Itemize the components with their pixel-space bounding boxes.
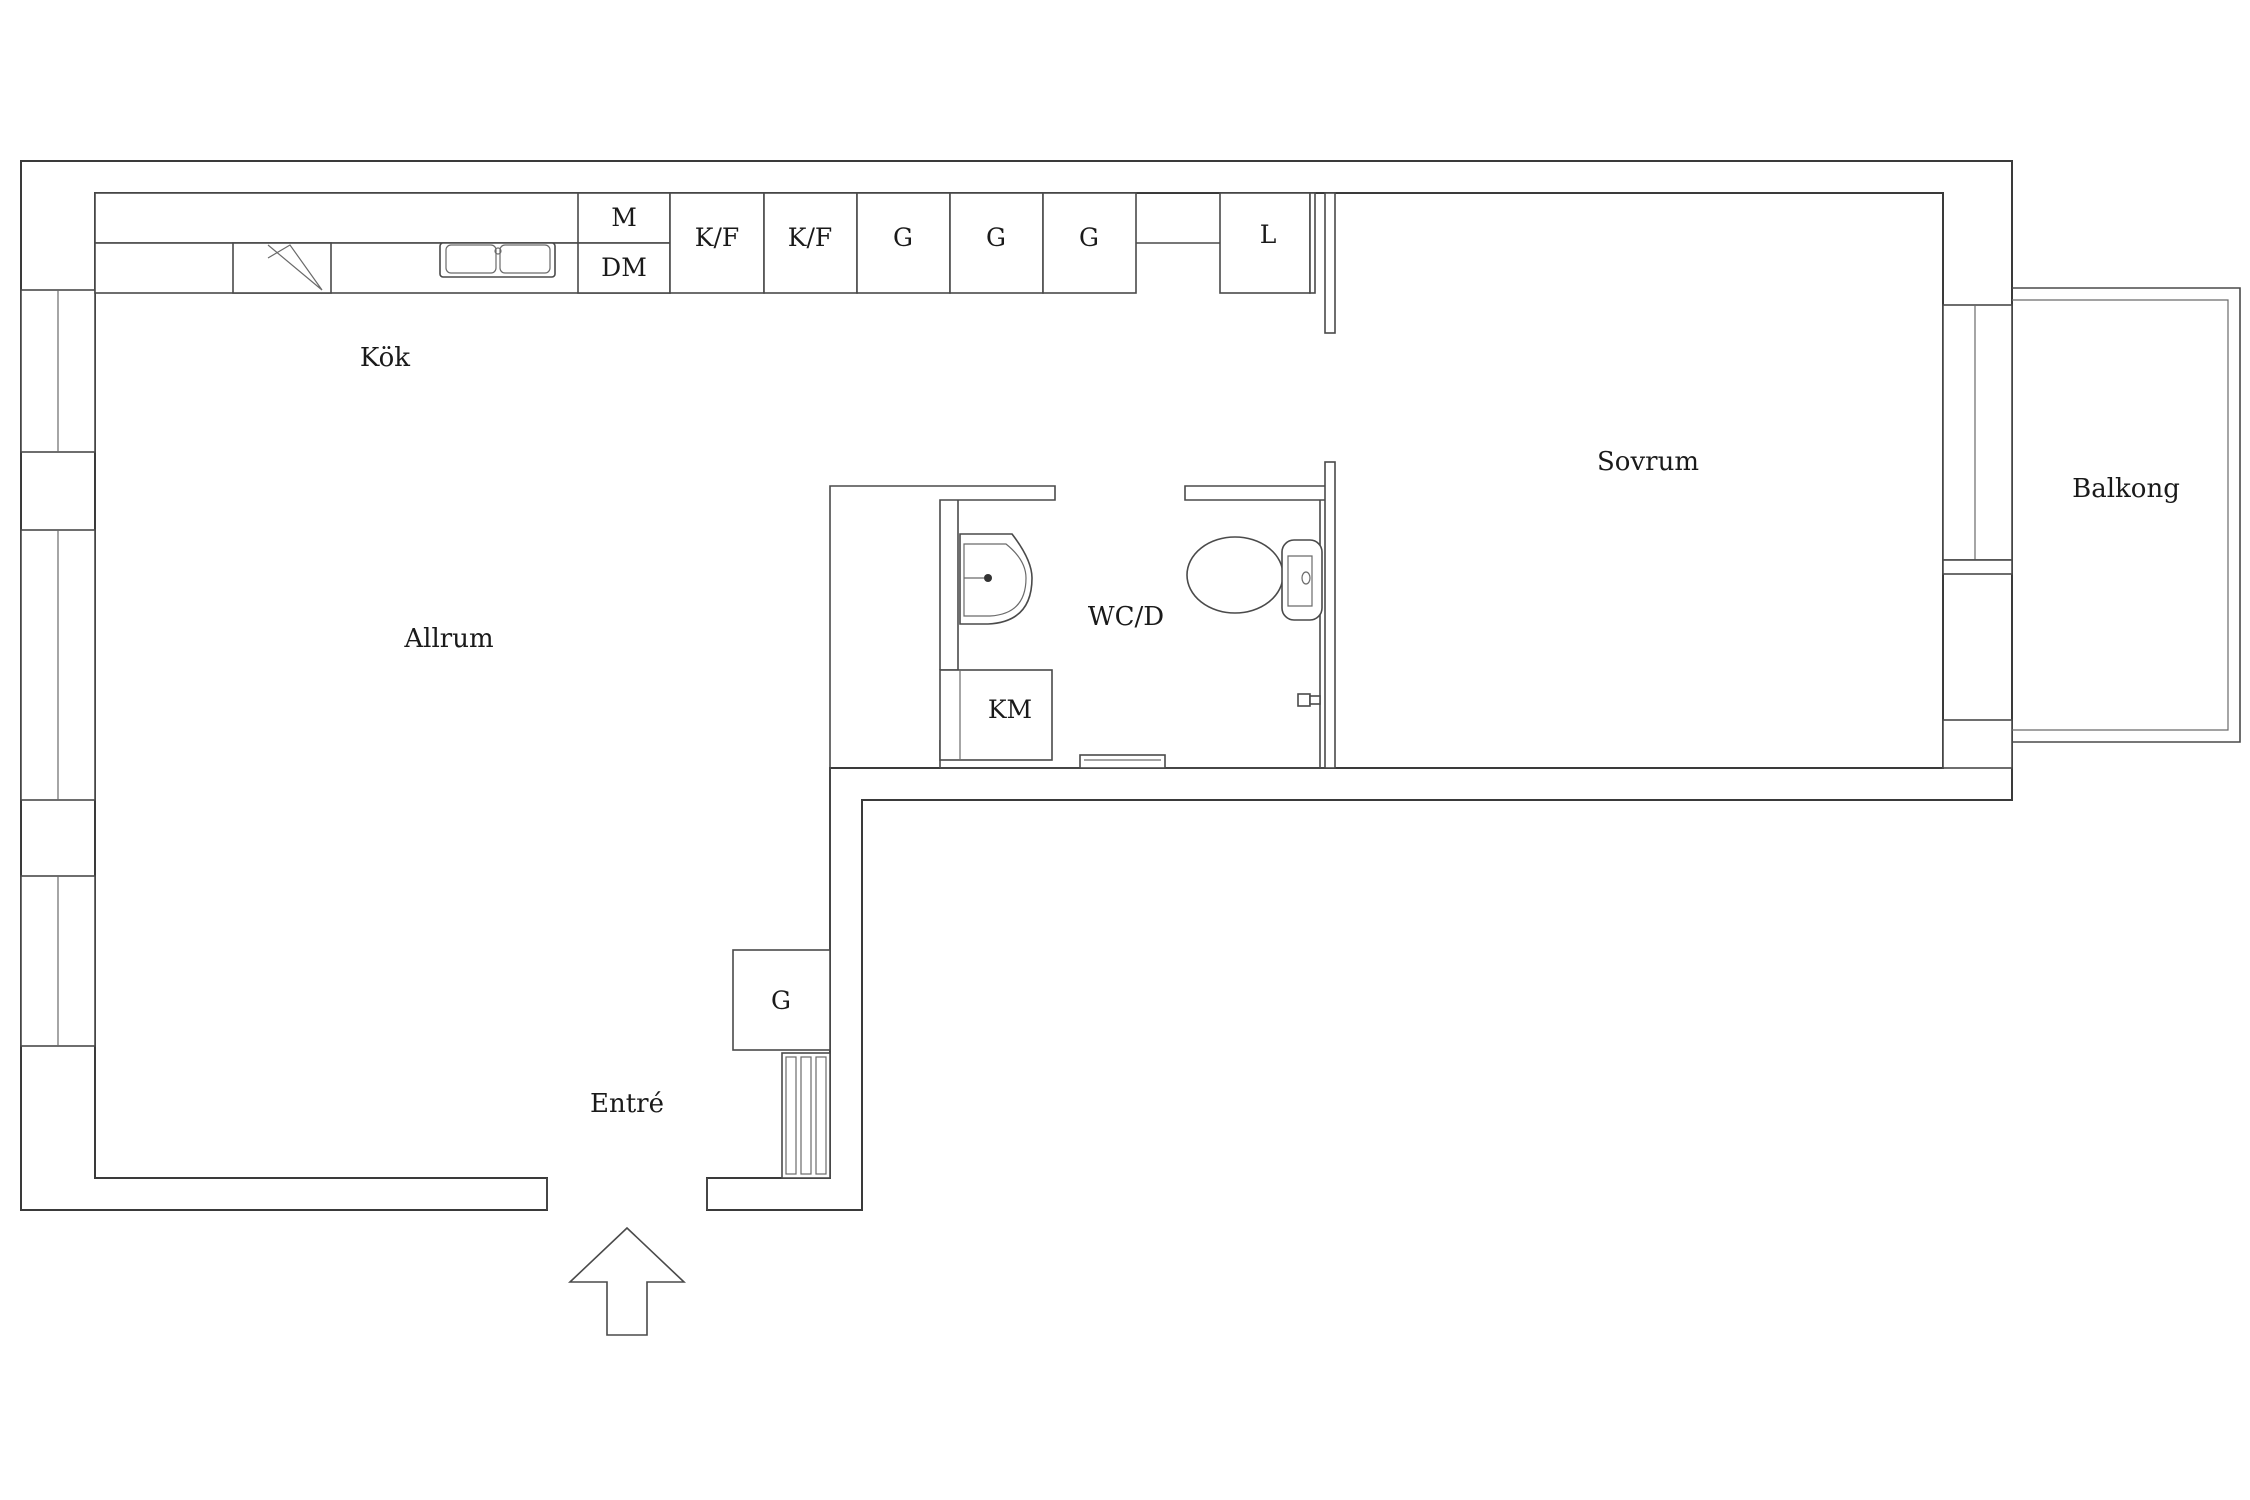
shower-valve-icon bbox=[1297, 693, 1321, 707]
label-washing-machine: KM bbox=[988, 695, 1032, 724]
kitchen-sink-icon bbox=[439, 242, 556, 278]
left-windows bbox=[20, 289, 96, 1047]
label-linen: L bbox=[1260, 220, 1277, 249]
label-fridge-freezer-1: K/F bbox=[695, 223, 739, 252]
balcony bbox=[2012, 287, 2241, 743]
entrance-wardrobe bbox=[732, 949, 831, 1051]
label-dishwasher: DM bbox=[601, 253, 647, 282]
bathroom-threshold bbox=[1079, 754, 1166, 769]
kitchen-counter bbox=[94, 192, 1316, 294]
room-entrance: Entré bbox=[590, 1089, 664, 1119]
room-living: Allrum bbox=[403, 624, 493, 654]
label-wardrobe-3: G bbox=[1079, 223, 1099, 252]
toilet-icon bbox=[1186, 536, 1323, 621]
label-fridge-freezer-2: K/F bbox=[788, 223, 832, 252]
room-balcony: Balkong bbox=[2072, 474, 2180, 504]
washing-machine bbox=[939, 669, 1053, 761]
room-wc: WC/D bbox=[1088, 602, 1164, 632]
label-wardrobe-2: G bbox=[986, 223, 1006, 252]
balcony-door bbox=[1942, 304, 2013, 769]
entrance-arrow-icon bbox=[567, 1226, 687, 1336]
bedroom-walls bbox=[1324, 192, 1336, 769]
label-entrance-wardrobe: G bbox=[771, 986, 791, 1015]
room-kitchen: Kök bbox=[360, 343, 410, 373]
washbasin-icon bbox=[959, 533, 1033, 625]
label-wardrobe-1: G bbox=[893, 223, 913, 252]
radiator-icon bbox=[781, 1052, 831, 1179]
entrance-opening bbox=[548, 1176, 706, 1212]
label-microwave: M bbox=[611, 203, 637, 232]
room-bedroom: Sovrum bbox=[1597, 447, 1699, 477]
